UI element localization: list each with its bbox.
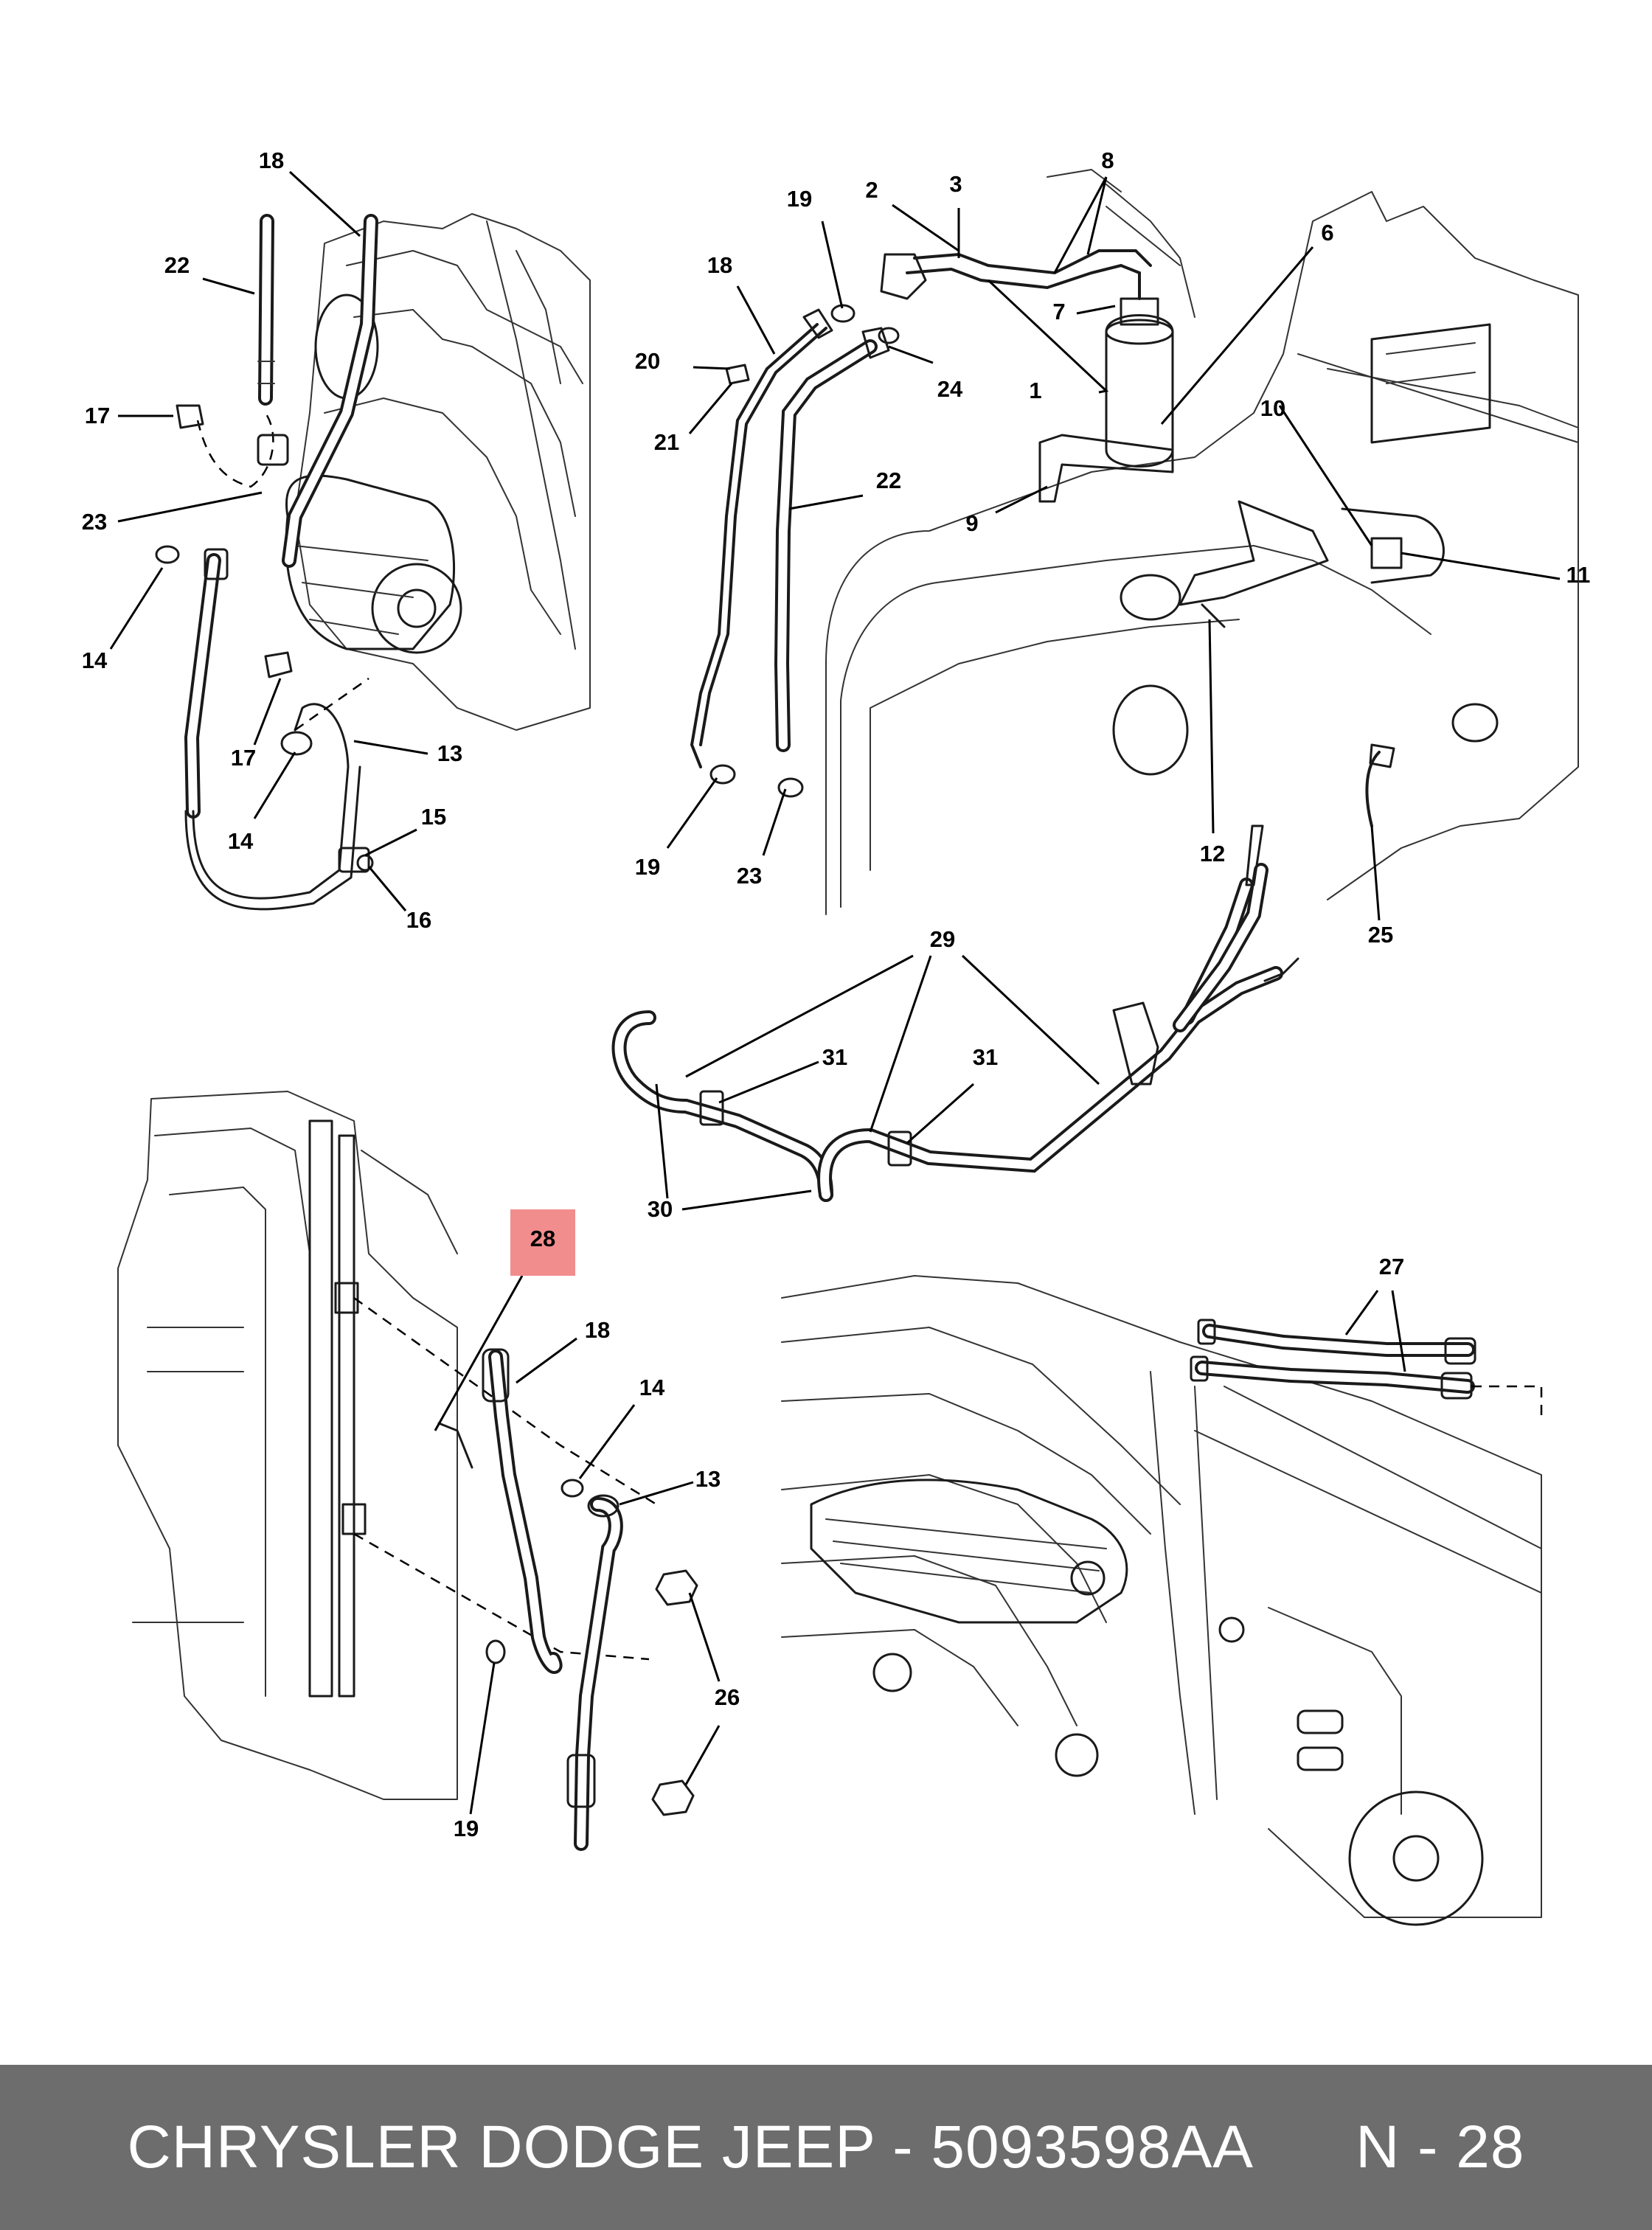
callout-label: 27 xyxy=(1379,1254,1404,1279)
leader-lines xyxy=(109,170,1561,1815)
callout-label: 24 xyxy=(937,376,963,402)
callout-label: 20 xyxy=(635,348,660,374)
callout-label: 18 xyxy=(259,147,284,173)
callout-label: 13 xyxy=(695,1466,721,1492)
callout-label: 15 xyxy=(421,804,446,830)
callout-label: 16 xyxy=(406,907,431,933)
callout-label: 13 xyxy=(437,740,462,766)
callout-label: 11 xyxy=(1566,562,1591,588)
parts-diagram: 28 18 22 17 23 14 17 14 13 15 16 19 2 3 … xyxy=(82,147,1591,1926)
panel-heater-hose xyxy=(611,824,1299,1202)
callout-label: 30 xyxy=(648,1196,673,1222)
callout-label: 9 xyxy=(965,510,978,536)
callout-label: 17 xyxy=(231,745,256,771)
callout-28-highlighted: 28 xyxy=(530,1226,555,1251)
footer-bar: CHRYSLER DODGE JEEP - 5093598AA N - 28 xyxy=(0,2065,1652,2230)
callout-label: 29 xyxy=(930,926,955,952)
callout-label: 18 xyxy=(707,252,732,278)
callout-label: 19 xyxy=(787,186,812,212)
highlighted-part-28-box xyxy=(510,1209,575,1276)
callout-label: 12 xyxy=(1200,841,1225,866)
callout-label: 14 xyxy=(639,1375,665,1400)
part-title: CHRYSLER DODGE JEEP - 5093598AA xyxy=(127,2113,1251,2181)
callout-label: 25 xyxy=(1368,922,1393,948)
panel-condenser-assembly xyxy=(117,1091,698,1851)
panel-compressor-assembly xyxy=(155,213,591,911)
callout-label: 31 xyxy=(822,1044,847,1070)
panel-engine-bay xyxy=(781,1275,1543,1926)
callout-label: 8 xyxy=(1101,147,1114,173)
callout-label: 23 xyxy=(82,509,107,535)
callout-label: 19 xyxy=(635,854,660,880)
callout-label: 21 xyxy=(654,429,679,455)
callout-label: 6 xyxy=(1321,220,1333,246)
callout-label: 18 xyxy=(585,1317,610,1343)
callout-label: 17 xyxy=(85,403,110,428)
callout-label: 3 xyxy=(949,171,962,197)
callout-label: 26 xyxy=(715,1684,740,1710)
callout-label: 2 xyxy=(865,177,878,203)
callout-labels: 18 22 17 23 14 17 14 13 15 16 19 2 3 8 1… xyxy=(82,147,1591,1841)
callout-label: 23 xyxy=(737,863,762,889)
callout-label: 22 xyxy=(876,468,901,493)
part-number-title: CHRYSLER DODGE JEEP - 5093598AA N - 28 xyxy=(128,2113,1525,2182)
callout-label: 10 xyxy=(1260,395,1285,421)
page-reference: N - 28 xyxy=(1356,2113,1525,2181)
callout-label: 1 xyxy=(1029,378,1041,403)
callout-label: 14 xyxy=(82,647,108,673)
callout-label: 31 xyxy=(973,1044,998,1070)
callout-label: 22 xyxy=(164,252,190,278)
panel-accumulator-assembly xyxy=(690,169,1579,915)
callout-label: 7 xyxy=(1052,299,1065,324)
callout-label: 19 xyxy=(454,1816,479,1841)
callout-label: 14 xyxy=(228,828,254,854)
